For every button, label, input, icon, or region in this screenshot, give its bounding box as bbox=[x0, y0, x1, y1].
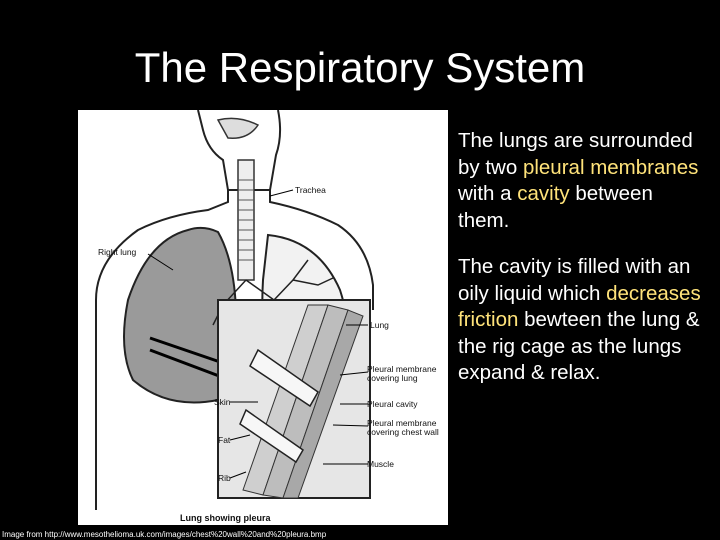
slide-body: The lungs are surrounded by two pleural … bbox=[458, 128, 708, 407]
label-muscle: Muscle bbox=[367, 459, 394, 469]
paragraph-pleural-membranes: The lungs are surrounded by two pleural … bbox=[458, 128, 708, 234]
slide-title: The Respiratory System bbox=[0, 42, 720, 94]
p1-text-2: with a bbox=[458, 182, 517, 205]
label-fat: Fat bbox=[218, 435, 231, 445]
lung-pleura-illustration: Trachea Right lung Lung Pleural membrane… bbox=[78, 110, 448, 525]
nasal-cavity bbox=[218, 118, 258, 138]
label-pleural-lung-2: covering lung bbox=[367, 373, 418, 383]
label-right-lung: Right lung bbox=[98, 247, 137, 257]
label-skin: Skin bbox=[214, 397, 231, 407]
paragraph-cavity-fluid: The cavity is filled with an oily liquid… bbox=[458, 254, 708, 387]
highlight-cavity: cavity bbox=[517, 182, 569, 205]
image-credit: Image from http://www.mesothelioma.uk.co… bbox=[2, 530, 326, 540]
highlight-pleural-membranes: pleural membranes bbox=[523, 156, 698, 179]
label-lung: Lung bbox=[370, 320, 389, 330]
label-trachea: Trachea bbox=[295, 185, 326, 195]
label-pleural-cavity: Pleural cavity bbox=[367, 399, 418, 409]
respiratory-diagram: Trachea Right lung Lung Pleural membrane… bbox=[78, 110, 448, 525]
label-rib: Rib bbox=[218, 473, 231, 483]
figure-caption: Lung showing pleura bbox=[180, 513, 271, 523]
label-pleural-chest-2: covering chest wall bbox=[367, 427, 439, 437]
